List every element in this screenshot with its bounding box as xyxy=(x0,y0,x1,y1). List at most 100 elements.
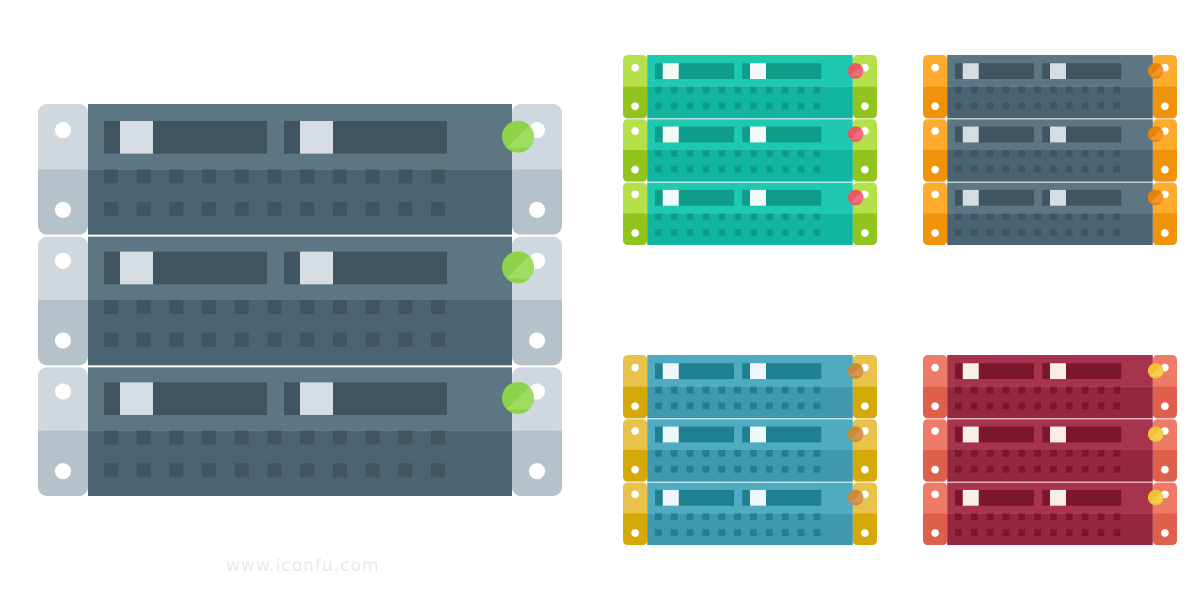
left-ear-top-fill xyxy=(623,82,648,87)
screw-icon xyxy=(861,165,869,174)
vent-dot xyxy=(431,463,445,478)
vent-dot xyxy=(1113,450,1121,457)
vent-dot xyxy=(1113,150,1121,157)
vent-dot xyxy=(431,300,445,314)
status-led-shine xyxy=(1150,428,1164,440)
screw-icon xyxy=(931,63,939,72)
right-ear-bottom-fill xyxy=(512,430,562,440)
vent-dot xyxy=(813,150,821,157)
vent-dot xyxy=(332,463,347,478)
rack-group xyxy=(38,104,562,496)
right-ear-top-fill xyxy=(852,208,877,214)
drive-light xyxy=(1050,63,1066,80)
vent-dot xyxy=(686,229,694,236)
drive-light xyxy=(750,426,766,443)
vent-dot xyxy=(702,165,710,173)
vent-dot xyxy=(1097,402,1105,410)
right-ear-bottom-fill xyxy=(852,513,877,518)
unit-body-bottom xyxy=(647,213,853,245)
drive-light xyxy=(750,363,766,380)
drive-light xyxy=(300,120,333,154)
vent-dot xyxy=(104,463,118,478)
left-ear-top-fill xyxy=(923,508,948,514)
vent-dot xyxy=(136,463,151,478)
vent-dot xyxy=(654,513,662,521)
vent-dot xyxy=(1050,529,1057,536)
screw-icon xyxy=(631,490,639,499)
vent-dot xyxy=(1034,229,1042,236)
vent-dot xyxy=(654,165,662,173)
vent-dot xyxy=(1097,213,1105,221)
vent-dot xyxy=(718,86,726,94)
drive-light xyxy=(300,251,333,285)
screw-icon xyxy=(931,427,939,435)
vent-dot xyxy=(718,386,726,394)
left-ear-bottom-fill xyxy=(923,150,948,155)
vent-dot xyxy=(136,300,151,314)
drive-light xyxy=(300,382,333,415)
vent-dot xyxy=(654,450,662,457)
vent-dot xyxy=(202,332,217,347)
right-ear-bottom-fill xyxy=(1152,86,1177,92)
vent-dot xyxy=(986,450,994,457)
vent-dot xyxy=(332,202,347,216)
vent-dot xyxy=(750,165,757,173)
vent-dot xyxy=(686,165,694,173)
vent-dot xyxy=(970,86,978,94)
vent-dot xyxy=(670,86,678,94)
vent-dot xyxy=(986,165,994,173)
vent-dot xyxy=(686,213,694,221)
vent-dot xyxy=(986,213,994,221)
left-ear-top-fill xyxy=(923,145,948,150)
vent-dot xyxy=(986,402,994,410)
left-ear-top-fill xyxy=(923,82,948,87)
vent-dot xyxy=(765,229,773,236)
left-ear-top-fill xyxy=(38,291,88,300)
unit-body-bottom xyxy=(88,430,512,496)
left-ear-top-fill xyxy=(623,508,648,514)
screw-icon xyxy=(55,383,71,400)
vent-dot xyxy=(718,229,726,236)
screw-icon xyxy=(631,190,639,199)
status-led-shine xyxy=(850,128,864,140)
screw-icon xyxy=(631,529,639,537)
vent-dot xyxy=(1034,102,1042,110)
vent-dot xyxy=(431,332,445,347)
vent-dot xyxy=(332,300,347,314)
screw-icon xyxy=(861,402,869,411)
vent-dot xyxy=(954,165,962,173)
vent-dot xyxy=(1018,529,1026,536)
vent-dot xyxy=(1002,229,1010,236)
drive-light xyxy=(1050,363,1066,380)
vent-dot xyxy=(1002,213,1010,221)
vent-dot xyxy=(718,102,726,110)
screw-icon xyxy=(931,102,939,111)
vent-dot xyxy=(765,86,773,94)
rack-group xyxy=(923,355,1177,545)
screw-icon xyxy=(631,363,639,372)
vent-dot xyxy=(1081,386,1089,394)
vent-dot xyxy=(702,213,710,221)
screw-icon xyxy=(631,229,639,237)
vent-dot xyxy=(1097,229,1105,236)
vent-dot xyxy=(1034,402,1042,410)
rack-group xyxy=(923,55,1177,245)
left-ear-bottom-fill xyxy=(623,450,648,455)
vent-dot xyxy=(686,529,694,536)
drive-light xyxy=(962,363,979,380)
vent-dot xyxy=(1002,529,1010,536)
vent-dot xyxy=(813,86,821,94)
screw-icon xyxy=(1161,402,1169,411)
vent-dot xyxy=(654,213,662,221)
vent-dot xyxy=(718,402,726,410)
vent-dot xyxy=(1050,386,1057,394)
vent-dot xyxy=(1113,86,1121,94)
vent-dot xyxy=(267,463,282,478)
screw-icon xyxy=(1161,165,1169,174)
vent-dot xyxy=(1113,102,1121,110)
vent-dot xyxy=(332,169,347,184)
vent-dot xyxy=(654,86,662,94)
vent-dot xyxy=(670,402,678,410)
right-ear-bottom-fill xyxy=(852,150,877,155)
vent-dot xyxy=(1002,513,1010,521)
